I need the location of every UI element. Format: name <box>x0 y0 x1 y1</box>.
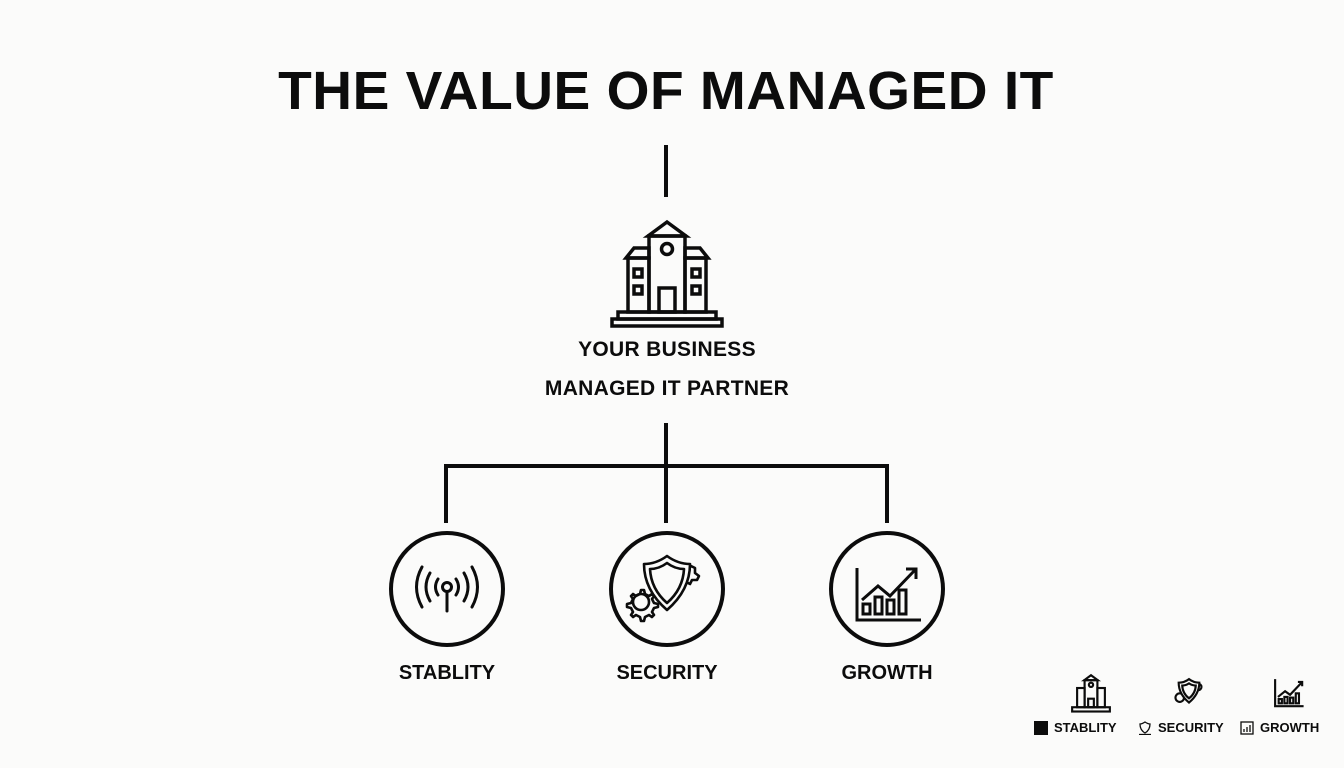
connector-top <box>664 145 668 197</box>
node-label-stability: STABLITY <box>398 662 496 684</box>
legend-item-stability: STABLITY <box>1034 720 1117 735</box>
legend-item-growth: GROWTH <box>1240 720 1319 735</box>
shield-gears-icon <box>625 554 701 623</box>
legend: STABLITY SECURITY GROWTH <box>1034 672 1334 742</box>
legend-label-security: SECURITY <box>1158 720 1224 735</box>
node-security <box>608 530 726 648</box>
growth-chart-icon <box>855 567 921 622</box>
legend-shield-icon <box>1174 677 1203 704</box>
node-label-growth: GROWTH <box>841 662 933 684</box>
legend-building-icon <box>1071 673 1111 713</box>
connector-trunk <box>664 423 668 523</box>
center-label-line1: YOUR BUSINESS <box>578 338 756 361</box>
diagram-title: THE VALUE OF MANAGED IT <box>278 61 1054 121</box>
signal-antenna-icon <box>415 565 479 613</box>
legend-label-stability: STABLITY <box>1054 720 1117 735</box>
building-icon <box>608 216 726 328</box>
legend-label-growth: GROWTH <box>1260 720 1320 735</box>
connector-left <box>444 464 448 523</box>
legend-chart-icon <box>1274 679 1304 708</box>
filled-square-icon <box>1034 720 1048 735</box>
node-growth <box>828 530 946 648</box>
connector-horizontal <box>444 464 889 468</box>
node-label-security: SECURITY <box>616 662 718 684</box>
small-chart-icon <box>1240 720 1254 735</box>
legend-item-security: SECURITY <box>1138 720 1224 735</box>
center-label-line2: MANAGED IT PARTNER <box>544 377 790 400</box>
small-shield-icon <box>1139 720 1151 735</box>
connector-right <box>885 464 889 523</box>
node-stability <box>388 530 506 648</box>
